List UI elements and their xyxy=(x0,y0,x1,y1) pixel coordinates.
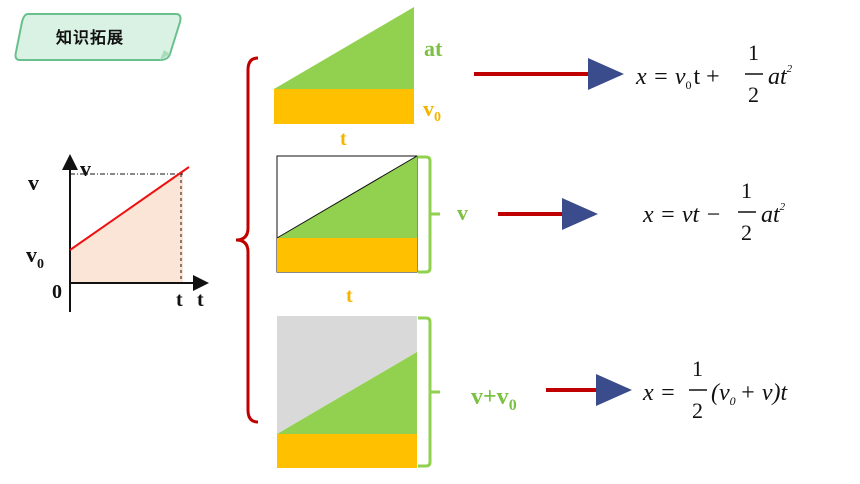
tag-fold xyxy=(160,50,170,60)
panel1-t-label: t xyxy=(340,128,347,150)
panel3-triangle xyxy=(277,352,417,434)
panel2-t-label: t xyxy=(346,285,353,307)
panel2-rect xyxy=(277,238,417,272)
velocity-line xyxy=(69,166,190,251)
panel1-rect xyxy=(274,89,414,124)
origin-label: 0 xyxy=(52,281,62,303)
t-mark-label: t xyxy=(176,289,183,311)
svg-text:(v0+ v)t: (v0+ v)t xyxy=(711,380,788,408)
tag-label: 知识拓展 xyxy=(56,28,125,47)
formula-2: x = vt − 1 2 at2 xyxy=(642,178,786,245)
graph-area xyxy=(70,172,183,283)
svg-text:2: 2 xyxy=(692,398,703,423)
section-tag xyxy=(14,13,182,61)
panel2-diagonal xyxy=(276,155,418,239)
panel1-v0-label: v0 xyxy=(423,96,441,125)
panel-1: at v0 t xyxy=(274,7,443,150)
curly-bracket xyxy=(235,56,259,424)
x-axis-label: t xyxy=(197,289,204,311)
panel2-v-label: v xyxy=(457,200,468,225)
panel-2: v t xyxy=(276,155,468,307)
y-top-label: v xyxy=(80,156,91,181)
svg-text:x = vt −: x = vt − xyxy=(642,202,721,228)
svg-text:1: 1 xyxy=(748,40,759,65)
panel2-brace xyxy=(418,155,440,274)
svg-text:2: 2 xyxy=(748,82,759,107)
formula-3: x = 1 2 (v0+ v)t xyxy=(642,356,788,423)
svg-text:at2: at2 xyxy=(768,63,793,90)
svg-text:1: 1 xyxy=(741,178,752,203)
panel3-rect xyxy=(277,434,417,468)
panel3-v-label: v+v0 xyxy=(471,384,517,414)
panel-3: v+v0 xyxy=(277,316,517,468)
panel3-gray-top xyxy=(277,316,417,352)
formula-1: x = v0t + 1 2 at2 xyxy=(635,40,793,107)
svg-text:2: 2 xyxy=(741,220,752,245)
v0-label: v0 xyxy=(26,242,44,272)
panel1-at-label: at xyxy=(424,36,443,61)
panel3-brace xyxy=(418,316,440,468)
y-axis-label: v xyxy=(28,170,39,195)
svg-text:x =: x = xyxy=(642,380,676,406)
svg-text:1: 1 xyxy=(692,356,703,381)
svg-text:x = v0t +: x = v0t + xyxy=(635,64,720,92)
vt-graph: v v v0 0 t t xyxy=(26,154,209,312)
svg-text:at2: at2 xyxy=(761,201,786,228)
panel1-triangle xyxy=(274,7,414,89)
